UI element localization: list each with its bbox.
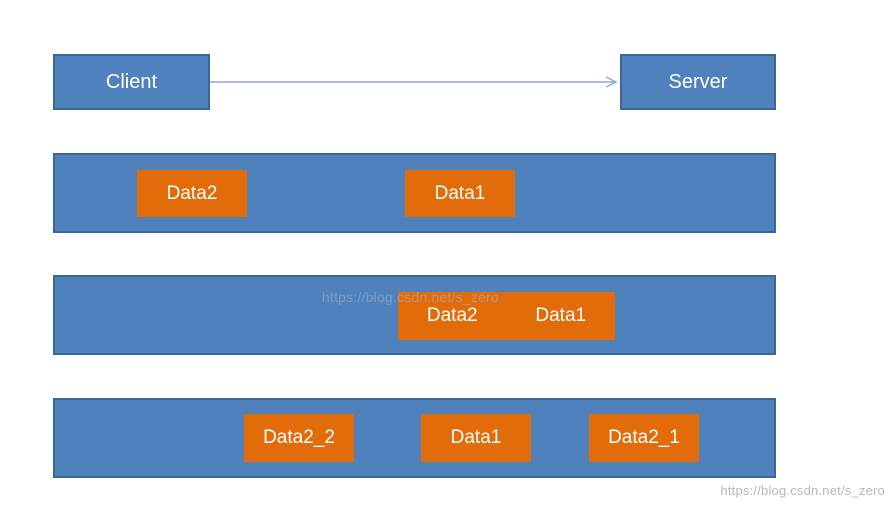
packet-label: Data1 [434,182,486,204]
packet-row3-data2-2: Data2_2 [244,414,354,462]
packet-row1-data2: Data2 [137,170,247,217]
client-box: Client [53,54,210,110]
client-label: Client [105,70,158,93]
packet-label: Data2 [166,182,218,204]
watermark-corner: https://blog.csdn.net/s_zero [720,483,885,498]
packet-row1-data1: Data1 [405,170,515,217]
packet-label: Data1 [450,427,502,448]
packet-label: Data2_2 [263,427,335,448]
packet-label: Data1 [535,305,587,326]
packet-label: Data2 [426,305,478,326]
watermark-center: https://blog.csdn.net/s_zero [322,289,499,305]
packet-row3-data2-1: Data2_1 [589,414,699,462]
server-label: Server [668,70,728,93]
packet-label: Data2_1 [608,427,680,448]
packet-row2-merged: Data2 Data1 [398,292,615,340]
packet-row3-data1: Data1 [421,414,531,462]
server-box: Server [620,54,776,110]
